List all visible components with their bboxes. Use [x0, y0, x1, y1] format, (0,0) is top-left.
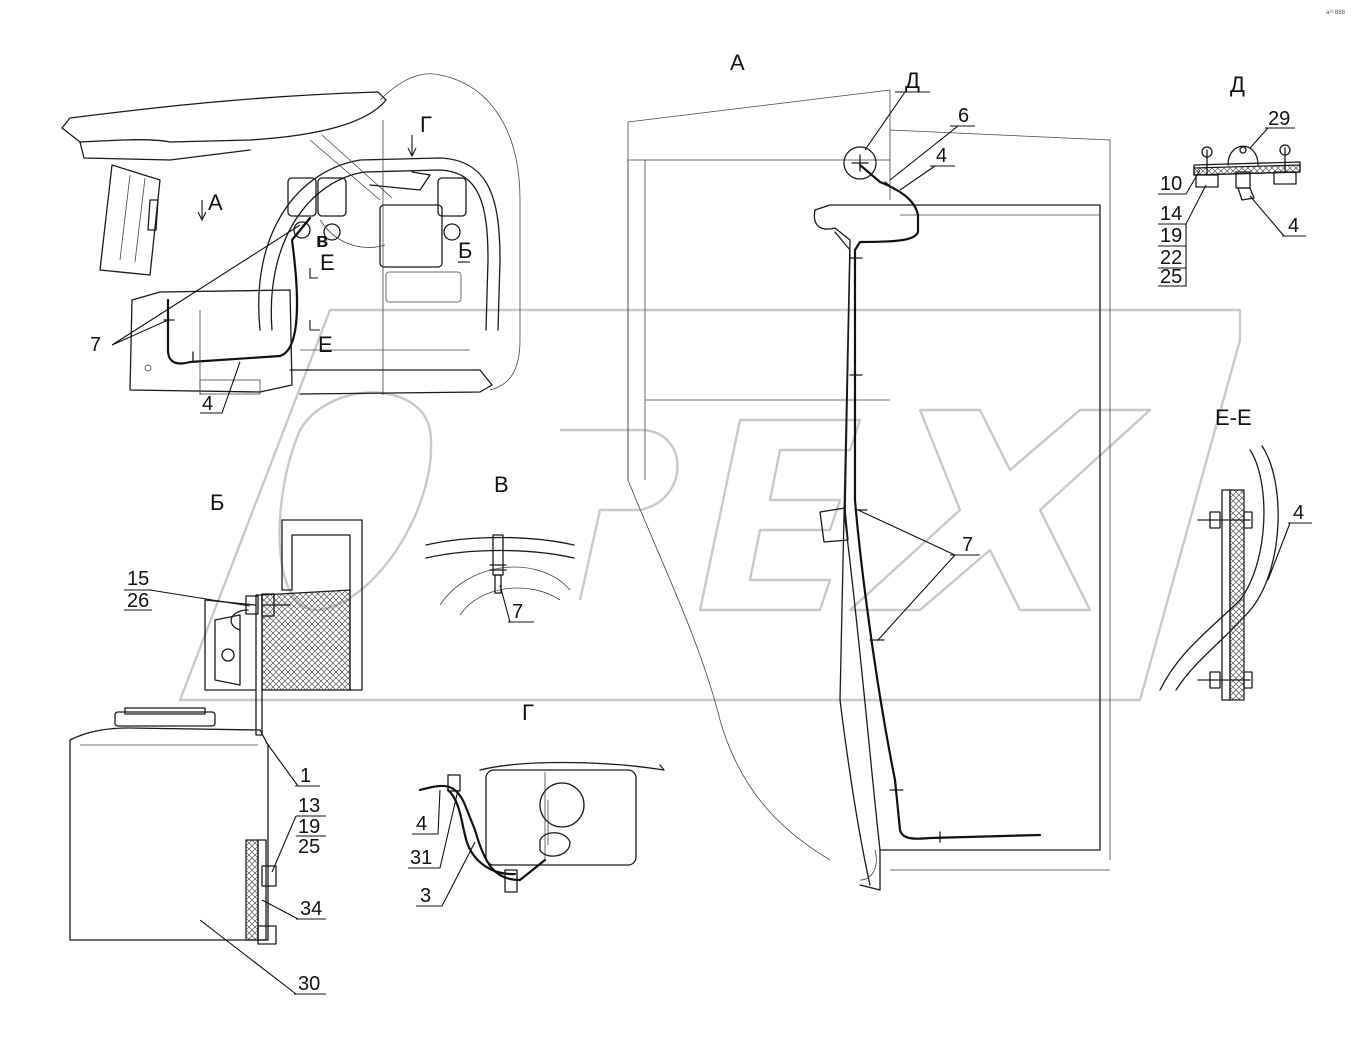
view-a-arrow-label: А — [208, 190, 223, 215]
section-e-bottom-label: Е — [318, 332, 333, 357]
part-19-label-d: 19 — [1160, 225, 1182, 247]
part-22-label: 22 — [1160, 247, 1182, 269]
part-1-label: 1 — [300, 765, 311, 787]
part-4-label-top: 4 — [202, 393, 213, 415]
part-25-label-b: 25 — [298, 836, 320, 858]
part-7-label-top: 7 — [90, 334, 101, 356]
part-19-label-b: 19 — [298, 816, 320, 838]
section-ee-title: Е-Е — [1215, 405, 1252, 430]
part-7-label-a: 7 — [962, 534, 973, 556]
part-10-label: 10 — [1160, 173, 1182, 195]
section-v-title: В — [494, 472, 509, 497]
callout-d-label: Д — [905, 68, 920, 93]
part-31-label: 31 — [410, 847, 432, 869]
section-b-title: Б — [210, 490, 224, 515]
view-v-arrow-label: в — [316, 230, 328, 252]
part-4-label-ee: 4 — [1293, 502, 1304, 524]
view-a-door: А Д 6 4 7 — [627, 50, 1111, 891]
view-g-arrow-label: Г — [420, 112, 432, 137]
part-29-label: 29 — [1268, 108, 1290, 130]
section-g-title: Г — [522, 700, 534, 725]
part-14-label: 14 — [1160, 203, 1182, 225]
section-e-e: Е-Е 4 — [1159, 405, 1312, 701]
part-3-label: 3 — [420, 885, 431, 907]
part-4-label-a: 4 — [936, 145, 947, 167]
part-6-label: 6 — [958, 105, 969, 127]
overview-annotations: А Г Б в Е Е 7 4 — [90, 112, 472, 415]
part-4-label-g: 4 — [416, 813, 427, 835]
part-30-label: 30 — [298, 973, 320, 995]
part-4-label-d: 4 — [1288, 215, 1299, 237]
part-13-label: 13 — [298, 795, 320, 817]
section-b: Б 15 26 1 13 19 25 34 30 — [69, 490, 363, 995]
section-g: Г 4 31 3 — [408, 700, 665, 907]
detail-d-title: Д — [1230, 72, 1245, 97]
part-15-label: 15 — [127, 568, 149, 590]
section-v: В 7 — [425, 472, 575, 623]
section-e-top-label: Е — [320, 250, 335, 275]
corner-code: a²³ 888 — [1326, 10, 1346, 16]
cab-overview — [61, 73, 521, 395]
part-7-label-v: 7 — [512, 601, 523, 623]
part-34-label: 34 — [300, 898, 322, 920]
part-25-label-d: 25 — [1160, 266, 1182, 288]
view-a-title: А — [730, 50, 745, 75]
view-b-arrow-label: Б — [458, 238, 472, 263]
detail-d: Д 29 10 14 19 22 25 4 — [1158, 72, 1306, 288]
part-26-label: 26 — [127, 590, 149, 612]
